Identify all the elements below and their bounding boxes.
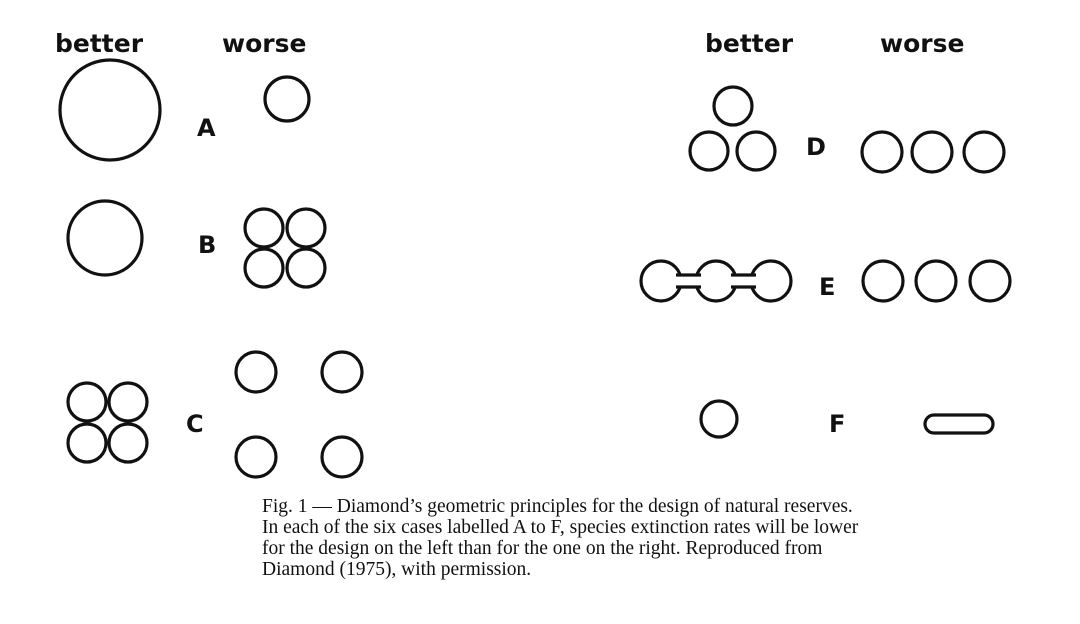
- case-label-c: C: [186, 410, 204, 438]
- caption-line: Fig. 1 — Diamond’s geometric principles …: [262, 496, 853, 517]
- header-better-left: better: [55, 29, 144, 58]
- case-label-e: E: [819, 273, 835, 301]
- case-a: A: [58, 58, 311, 162]
- case-label-f: F: [829, 410, 845, 438]
- linear-reserves: [860, 130, 1006, 174]
- caption-line: for the design on the left than for the …: [262, 538, 823, 559]
- case-f: F: [699, 399, 995, 439]
- case-c: C: [66, 350, 364, 479]
- case-d: D: [688, 85, 1006, 174]
- single-reserve: [66, 199, 144, 277]
- case-label-a: A: [197, 114, 216, 142]
- header-worse-right: worse: [880, 29, 964, 58]
- large-reserve: [58, 58, 162, 162]
- clustered-reserves: [66, 381, 149, 464]
- case-b: B: [66, 199, 327, 289]
- unconnected-reserves: [861, 259, 1012, 303]
- case-label-d: D: [806, 133, 826, 161]
- case-label-b: B: [198, 231, 216, 259]
- caption-line: In each of the six cases labelled A to F…: [262, 517, 859, 538]
- equidistant-reserves: [688, 85, 777, 172]
- case-e: E: [639, 259, 1012, 303]
- round-reserve: [699, 399, 739, 439]
- corridor-connected-reserves: [639, 259, 793, 303]
- small-reserve: [263, 75, 311, 123]
- figure-caption: Fig. 1 — Diamond’s geometric principles …: [262, 496, 1022, 580]
- fragmented-reserves: [243, 207, 327, 289]
- header-better-right: better: [705, 29, 794, 58]
- caption-line: Diamond (1975), with permission.: [262, 559, 532, 580]
- elongated-reserve: [923, 413, 995, 435]
- header-worse-left: worse: [222, 29, 306, 58]
- dispersed-reserves: [234, 350, 364, 479]
